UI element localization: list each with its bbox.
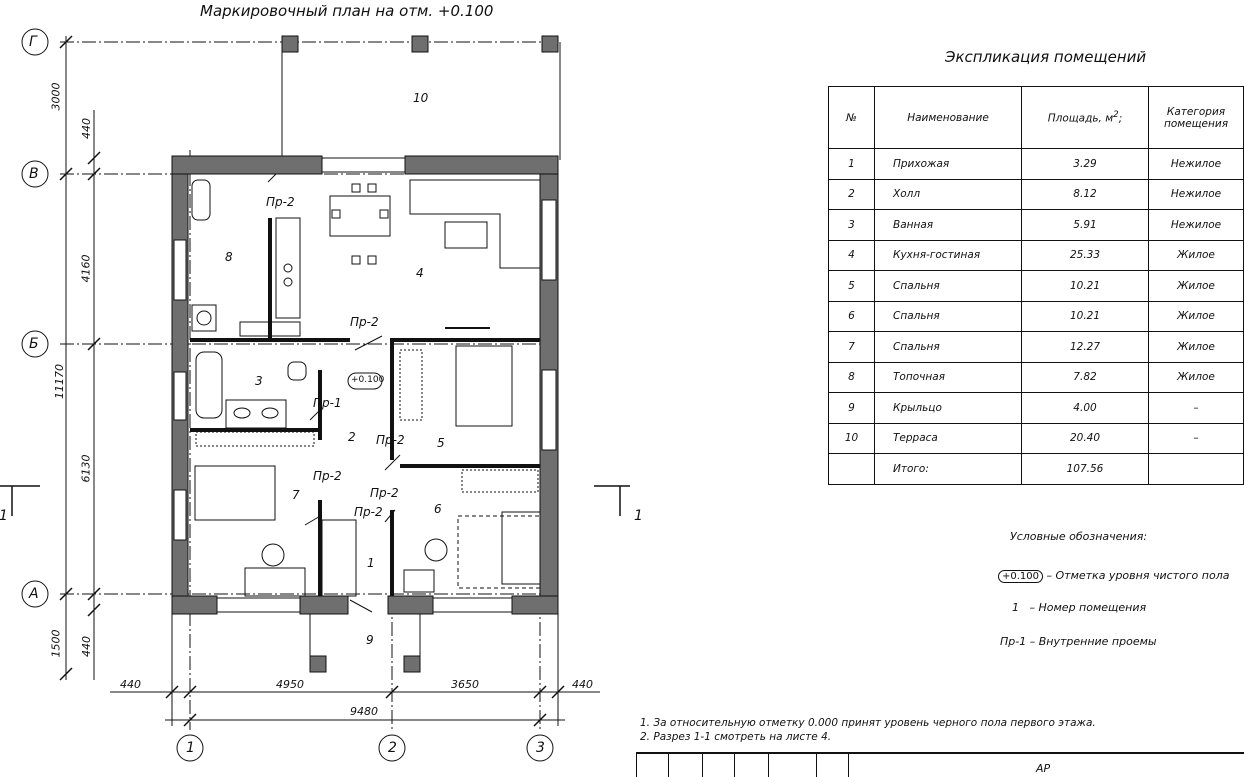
opening-label: Пр-2 <box>370 486 399 500</box>
room-number-8: 8 <box>225 250 233 264</box>
title-block: АР <box>636 752 1244 777</box>
wall-south-2 <box>299 595 349 615</box>
legend-symbol: 1 <box>1012 601 1019 614</box>
legend-title: Условные обозначения: <box>1010 530 1148 543</box>
axis-bubble-a <box>21 580 49 608</box>
stamp-code: АР <box>1036 762 1051 775</box>
explication-table: № Наименование Площадь, м2; Категория по… <box>828 86 1244 485</box>
axis-label-2: 2 <box>388 740 397 756</box>
note-2: 2. Разрез 1-1 смотреть на листе 4. <box>640 731 832 743</box>
axis-label-3: 3 <box>536 740 545 756</box>
axis-bubble-v <box>21 160 49 188</box>
axis-label-b: Б <box>29 336 39 352</box>
dim-3000: 3000 <box>49 82 63 111</box>
opening-label: Пр-2 <box>376 433 405 447</box>
room-number-9: 9 <box>366 633 374 647</box>
section-mark-right: 1 <box>634 508 643 524</box>
opening-label: Пр-2 <box>354 505 383 519</box>
dim-3650: 3650 <box>451 678 479 691</box>
room-number-7: 7 <box>292 488 300 502</box>
dim-440-left: 440 <box>120 678 141 691</box>
wall-south-3 <box>387 595 434 615</box>
legend-item-opening: Пр-1 – Внутренние проемы <box>1000 635 1157 648</box>
axis-bubble-1 <box>176 734 204 762</box>
dim-440-right: 440 <box>572 678 593 691</box>
level-mark: +0.100 <box>351 375 385 385</box>
legend-item-level: +0.100 – Отметка уровня чистого пола <box>998 569 1229 583</box>
opening-label: Пр-2 <box>350 315 379 329</box>
dim-4950: 4950 <box>276 678 304 691</box>
wall-south-1 <box>171 595 218 615</box>
legend-item-room: 1 – Номер помещения <box>1012 601 1146 614</box>
opening-label: Пр-1 <box>313 396 342 410</box>
header-area: Площадь, м2; <box>1021 86 1149 149</box>
wall-south-4 <box>511 595 559 615</box>
opening-label: Пр-2 <box>313 469 342 483</box>
opening-label: Пр-2 <box>266 195 295 209</box>
legend-text: – Номер помещения <box>1029 601 1147 614</box>
wall-north-left <box>171 155 323 175</box>
section-mark-left: 1 <box>0 508 8 524</box>
note-1: 1. За относительную отметку 0.000 принят… <box>640 717 1096 729</box>
room-number-10: 10 <box>413 91 429 105</box>
header-category: Категория помещения <box>1148 86 1244 149</box>
axis-label-v: В <box>29 166 39 182</box>
dim-9480: 9480 <box>350 705 378 718</box>
header-num: № <box>828 86 875 149</box>
header-name: Наименование <box>874 86 1022 149</box>
dim-440-top: 440 <box>80 118 93 139</box>
axis-bubble-b <box>21 330 49 358</box>
explication-title: Экспликация помещений <box>945 48 1147 66</box>
room-number-1: 1 <box>367 556 375 570</box>
axis-label-a: А <box>29 586 39 602</box>
table-total-row: Итого:107.56 <box>828 453 1244 485</box>
legend-text: – Внутренние проемы <box>1029 635 1157 648</box>
room-number-4: 4 <box>416 266 424 280</box>
plan-title: Маркировочный план на отм. +0.100 <box>200 2 494 20</box>
wall-north-right <box>404 155 559 175</box>
dim-1500: 1500 <box>49 629 63 658</box>
axis-bubble-2 <box>378 734 406 762</box>
legend-symbol: Пр-1 <box>1000 635 1027 648</box>
notes: 1. За относительную отметку 0.000 принят… <box>640 716 1096 744</box>
dim-11170: 11170 <box>53 364 66 399</box>
axis-label-1: 1 <box>186 740 195 756</box>
room-number-6: 6 <box>434 502 442 516</box>
level-mark-oval <box>347 372 383 390</box>
dim-440-bottom: 440 <box>80 636 93 657</box>
room-number-5: 5 <box>437 436 445 450</box>
axis-bubble-g <box>21 28 49 56</box>
axis-bubble-3 <box>526 734 554 762</box>
dim-6130: 6130 <box>79 454 93 483</box>
axis-label-g: Г <box>29 34 37 50</box>
room-number-3: 3 <box>255 374 263 388</box>
legend-text: – Отметка уровня чистого пола <box>1046 569 1230 582</box>
room-number-2: 2 <box>348 430 356 444</box>
legend-symbol: +0.100 <box>998 570 1044 583</box>
dim-4160: 4160 <box>79 254 93 283</box>
